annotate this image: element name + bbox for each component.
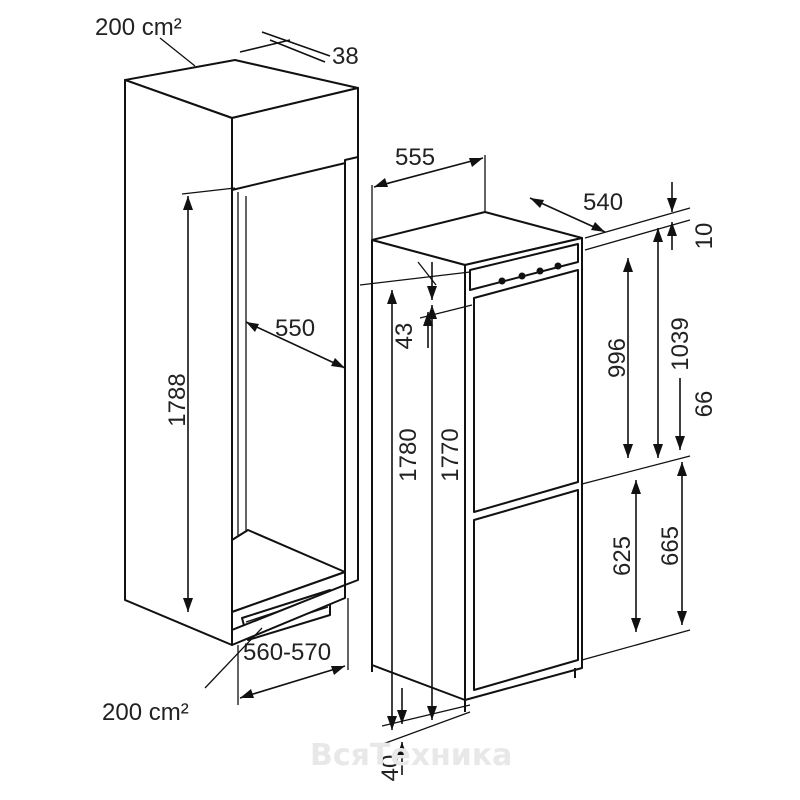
arrow-1039-bottom bbox=[653, 444, 663, 458]
dim-line-550 bbox=[245, 321, 346, 369]
arrow-1770-bottom bbox=[427, 706, 437, 720]
label-upper-door: 996 bbox=[604, 338, 631, 378]
label-bottom-offset: 40 bbox=[377, 755, 404, 782]
ext-43-top bbox=[359, 271, 471, 286]
niche-right-strip bbox=[344, 156, 359, 586]
label-door-gap: 66 bbox=[691, 391, 718, 418]
ext-bottom-1 bbox=[381, 704, 471, 727]
arrow-665-bottom bbox=[677, 611, 687, 625]
label-niche-height: 1788 bbox=[164, 373, 191, 426]
label-niche-width: 560-570 bbox=[243, 639, 331, 666]
arrow-625-top bbox=[631, 480, 641, 494]
label-door-height: 1770 bbox=[437, 428, 464, 481]
dim-line-38 bbox=[261, 31, 331, 57]
control-knob-icon bbox=[518, 272, 526, 280]
control-knob-icon bbox=[554, 262, 562, 270]
arrow-1770-top bbox=[427, 305, 437, 319]
label-vent-bottom-area: 200 cm² bbox=[102, 699, 189, 726]
arrow-1788-bottom bbox=[183, 598, 193, 612]
label-lower-door: 625 bbox=[609, 536, 636, 576]
dim-line-width bbox=[239, 665, 346, 699]
arrow-10b bbox=[667, 222, 677, 236]
arrow-550-right bbox=[331, 358, 345, 368]
dim-line-38c bbox=[269, 39, 326, 63]
label-appliance-width: 555 bbox=[395, 144, 435, 171]
arrow-width-left bbox=[240, 689, 254, 698]
upper-door bbox=[473, 269, 579, 513]
arrow-540-right bbox=[591, 222, 605, 232]
arrow-10 bbox=[667, 198, 677, 212]
control-knob-icon bbox=[498, 277, 506, 285]
arrow-1788-top bbox=[183, 196, 193, 210]
ext-bottom-2 bbox=[379, 711, 471, 746]
label-hinge-offset: 43 bbox=[391, 323, 418, 350]
leader-vent-bottom bbox=[204, 627, 263, 689]
dim-line-555 bbox=[373, 157, 484, 188]
dim-line-38b bbox=[239, 39, 291, 53]
label-vent-top-area: 200 cm² bbox=[95, 14, 182, 41]
lower-door bbox=[473, 489, 579, 691]
label-lower-total: 665 bbox=[657, 526, 684, 566]
dim-line-540 bbox=[529, 197, 606, 233]
arrow-555-right bbox=[469, 158, 483, 167]
niche-cabinet: 38 200 cm² 1788 550 560-570 200 cm² bbox=[95, 14, 359, 726]
ext-10-top bbox=[584, 207, 691, 239]
label-total-height: 1780 bbox=[395, 428, 422, 481]
label-niche-depth: 550 bbox=[275, 315, 315, 342]
label-vent-top-depth: 38 bbox=[332, 43, 359, 70]
arrow-540-left bbox=[530, 198, 544, 208]
niche-left-face bbox=[124, 79, 233, 646]
arrow-width-right bbox=[331, 666, 345, 675]
control-panel bbox=[469, 243, 579, 291]
arrow-1039-top bbox=[653, 228, 663, 242]
ext-bottom bbox=[581, 629, 691, 661]
arrow-996-bottom bbox=[623, 444, 633, 458]
arrow-555-left bbox=[374, 178, 388, 187]
label-top-offset: 10 bbox=[691, 223, 718, 250]
control-knob-icon bbox=[536, 267, 544, 275]
arrow-550-left bbox=[246, 322, 259, 332]
leader-vent-top bbox=[159, 37, 196, 67]
label-appliance-depth: 540 bbox=[583, 189, 623, 216]
ext-43-leader bbox=[417, 261, 437, 286]
arrow-43-top bbox=[427, 286, 437, 300]
arrow-1780-top bbox=[387, 290, 397, 304]
arrow-40-bottom bbox=[397, 742, 407, 756]
arrow-40-top bbox=[397, 710, 407, 724]
arrow-625-bottom bbox=[631, 618, 641, 632]
arrow-665-top bbox=[677, 462, 687, 476]
arrow-66 bbox=[675, 436, 685, 450]
watermark: ВсяТехника bbox=[310, 738, 512, 773]
label-upper-total: 1039 bbox=[667, 317, 694, 370]
arrow-996-top bbox=[623, 258, 633, 272]
ext-door-split bbox=[581, 455, 691, 485]
ext-1788-top bbox=[181, 187, 236, 195]
fridge-appliance: 555 540 10 996 1039 66 6 bbox=[359, 144, 718, 782]
